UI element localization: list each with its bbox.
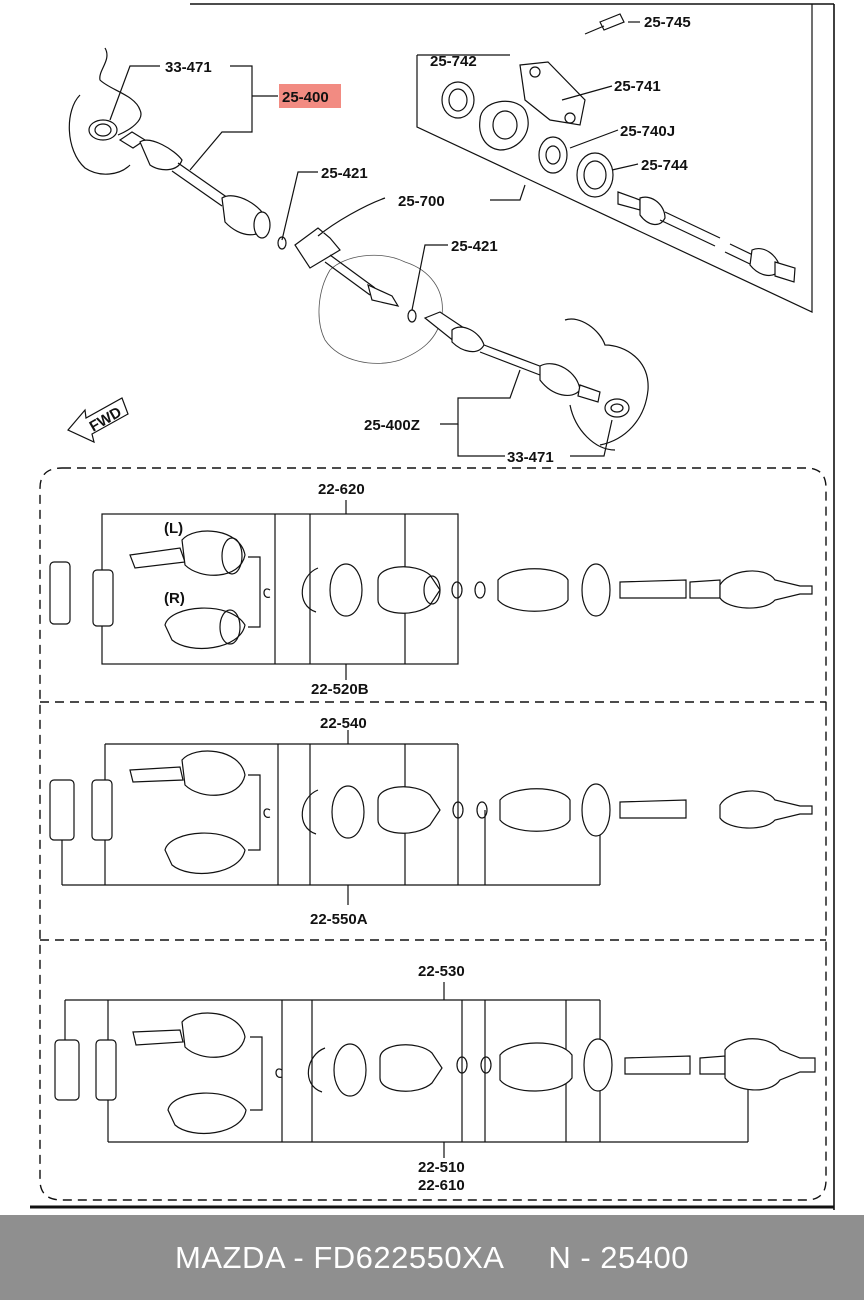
label-22-540: 22-540: [320, 715, 367, 732]
label-22-510: 22-510: [418, 1159, 465, 1176]
label-right-side: (R): [164, 590, 185, 607]
right-drive-shaft: [423, 311, 601, 403]
label-25-400z: 25-400Z: [364, 417, 420, 434]
footer-bar: MAZDA - FD622550XA N - 25400: [0, 1215, 864, 1300]
forward-direction-arrow: FWD: [67, 397, 129, 444]
bearing-support-kit: [416, 4, 813, 313]
label-22-610: 22-610: [418, 1177, 465, 1194]
label-25-421-b: 25-421: [451, 238, 498, 255]
label-22-530: 22-530: [418, 963, 465, 980]
intermediate-shaft: [294, 197, 400, 307]
label-22-620: 22-620: [318, 481, 365, 498]
top-leader-lines: [109, 21, 640, 457]
label-33-471-top: 33-471: [165, 59, 212, 76]
label-left-side: (L): [164, 520, 183, 537]
label-25-421-a: 25-421: [321, 165, 368, 182]
label-25-400[interactable]: 25-400: [282, 89, 329, 106]
circlip-right: [407, 309, 417, 323]
label-25-700: 25-700: [398, 193, 445, 210]
label-25-740j: 25-740J: [620, 123, 675, 140]
section-2-boot-kit: 22-540 22-550A: [49, 715, 813, 928]
label-25-742: 25-742: [430, 53, 477, 70]
kit-sections-frame: [39, 467, 827, 1201]
right-wheel-hub: [564, 318, 649, 451]
transaxle-outline: [318, 254, 443, 364]
selected-part-highlight: [279, 84, 341, 108]
part-number-caption: MAZDA - FD622550XA N - 25400: [175, 1239, 689, 1275]
section-3-shaft-kit: 22-530 22-510 22-610: [54, 963, 816, 1194]
section-1-boot-kit: 22-620 22-520B (L) (R): [49, 481, 813, 698]
exploded-parts-diagram: FWD 33-471 25-400 25-421 25-421 25-700 2…: [30, 3, 835, 1210]
label-33-471-bottom: 33-471: [507, 449, 554, 466]
label-22-520b: 22-520B: [311, 681, 369, 698]
left-drive-shaft: [118, 131, 271, 239]
label-25-744: 25-744: [641, 157, 688, 174]
label-22-550a: 22-550A: [310, 911, 368, 928]
label-25-741: 25-741: [614, 78, 661, 95]
circlip-left: [277, 236, 287, 250]
left-wheel-hub: [68, 47, 142, 175]
label-25-745: 25-745: [644, 14, 691, 31]
